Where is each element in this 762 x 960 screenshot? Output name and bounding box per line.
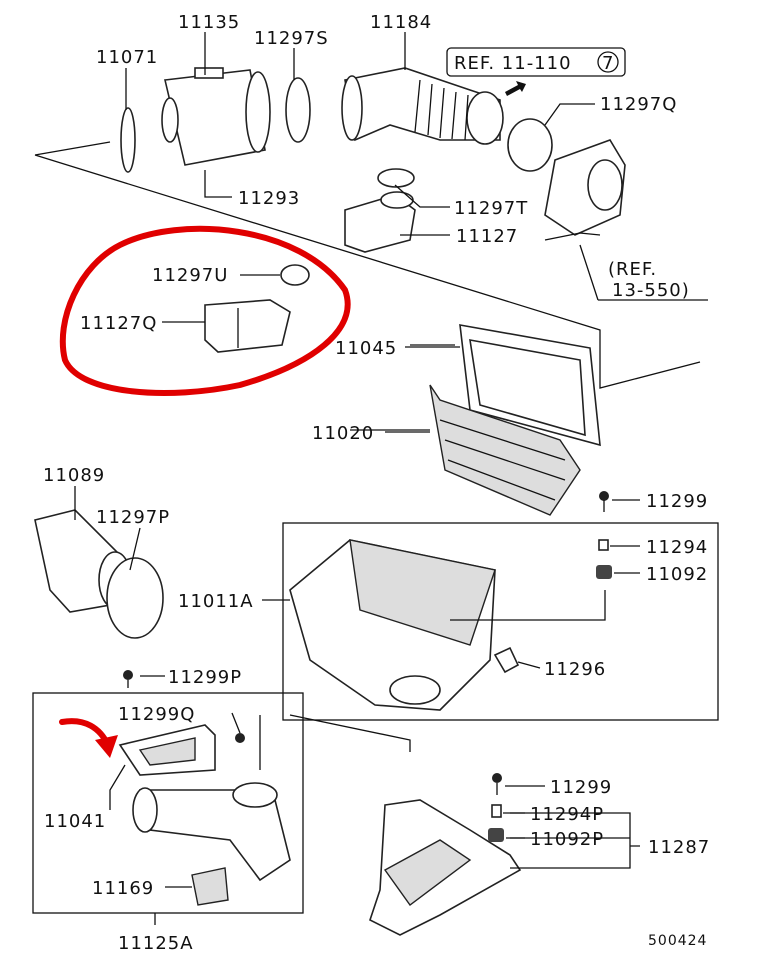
- ref-11-110-box[interactable]: REF. 11-110 7: [446, 47, 626, 77]
- label-11294P: 11294P: [530, 804, 604, 825]
- part-11020-filter-element[interactable]: [429, 384, 581, 516]
- part-11184-air-hose[interactable]: [341, 67, 504, 145]
- guide-line-filter: [350, 344, 455, 431]
- label-11089: 11089: [43, 465, 105, 486]
- bolt-11299-bottom[interactable]: [492, 773, 502, 795]
- label-11020: 11020: [312, 423, 374, 444]
- part-11297S-clamp[interactable]: [285, 77, 311, 143]
- label-11169: 11169: [92, 878, 154, 899]
- leader-duct: [259, 714, 411, 770]
- label-11297S: 11297S: [254, 28, 329, 49]
- label-11184: 11184: [370, 12, 432, 33]
- guide-line-top: [34, 141, 701, 389]
- leader-lines: [74, 32, 708, 888]
- label-11297P: 11297P: [96, 507, 170, 528]
- part-11127-resonator[interactable]: [344, 191, 416, 253]
- part-11297Q-clamp[interactable]: [507, 118, 553, 172]
- label-11299P: 11299P: [168, 667, 242, 688]
- label-11125A: 11125A: [118, 933, 194, 954]
- part-11092-grommet[interactable]: [596, 565, 612, 579]
- bolt-11299-top[interactable]: [599, 491, 609, 512]
- label-11294: 11294: [646, 537, 708, 558]
- label-11287: 11287: [648, 837, 710, 858]
- bolt-11299Q[interactable]: [235, 733, 245, 743]
- ref-top-circled: 7: [602, 53, 614, 74]
- label-11071: 11071: [96, 47, 158, 68]
- part-11041-bracket[interactable]: [118, 724, 216, 776]
- part-11296-bracket[interactable]: [493, 646, 520, 674]
- duct-group-box: [32, 692, 304, 914]
- label-11045: 11045: [335, 338, 397, 359]
- air-cleaner-group-box: [282, 522, 719, 721]
- ref-13-550-line1: (REF.: [608, 259, 657, 280]
- label-11127: 11127: [456, 226, 518, 247]
- part-11297U-clamp[interactable]: [280, 264, 310, 286]
- label-11296: 11296: [544, 659, 606, 680]
- ref-13-550-line2: 13-550): [612, 280, 690, 301]
- label-11299-top: 11299: [646, 491, 708, 512]
- part-11135-airflow-sensor[interactable]: [161, 67, 271, 166]
- part-11294-collar[interactable]: [598, 539, 609, 551]
- label-11297U: 11297U: [152, 265, 228, 286]
- part-11092P-grommet[interactable]: [488, 828, 504, 842]
- label-11135: 11135: [178, 12, 240, 33]
- part-11011A-air-cleaner-case[interactable]: [289, 539, 496, 711]
- leader-11287: [510, 812, 640, 869]
- bolt-11299P[interactable]: [123, 670, 133, 688]
- red-arrow-head: [95, 735, 118, 758]
- ref-top-text: REF. 11-110: [454, 53, 572, 74]
- label-11299Q: 11299Q: [118, 704, 195, 725]
- label-11092P: 11092P: [530, 829, 604, 850]
- part-11297T-clamp[interactable]: [377, 168, 415, 188]
- diagram-id: 500424: [648, 933, 707, 949]
- part-11045-filter-cover[interactable]: [459, 324, 601, 447]
- label-11092: 11092: [646, 564, 708, 585]
- label-11011A: 11011A: [178, 591, 254, 612]
- part-11294P-collar[interactable]: [491, 804, 502, 818]
- red-annotation-circle: [59, 225, 351, 396]
- part-11297P-clamp[interactable]: [106, 557, 164, 639]
- label-11041: 11041: [44, 811, 106, 832]
- label-11127Q: 11127Q: [80, 313, 157, 334]
- part-11071-gasket[interactable]: [120, 107, 136, 173]
- part-11169-insulator[interactable]: [191, 867, 229, 906]
- label-11299-bottom: 11299: [550, 777, 612, 798]
- label-11293: 11293: [238, 188, 300, 209]
- part-11127Q-resonator[interactable]: [204, 299, 291, 353]
- throttle-body: [544, 139, 626, 241]
- leader-11092: [450, 590, 606, 621]
- part-11125A-air-duct[interactable]: [132, 782, 291, 882]
- arrow-icon: [505, 81, 526, 96]
- label-11297T: 11297T: [454, 198, 528, 219]
- label-11297Q: 11297Q: [600, 94, 677, 115]
- part-11287-bracket[interactable]: [369, 799, 522, 936]
